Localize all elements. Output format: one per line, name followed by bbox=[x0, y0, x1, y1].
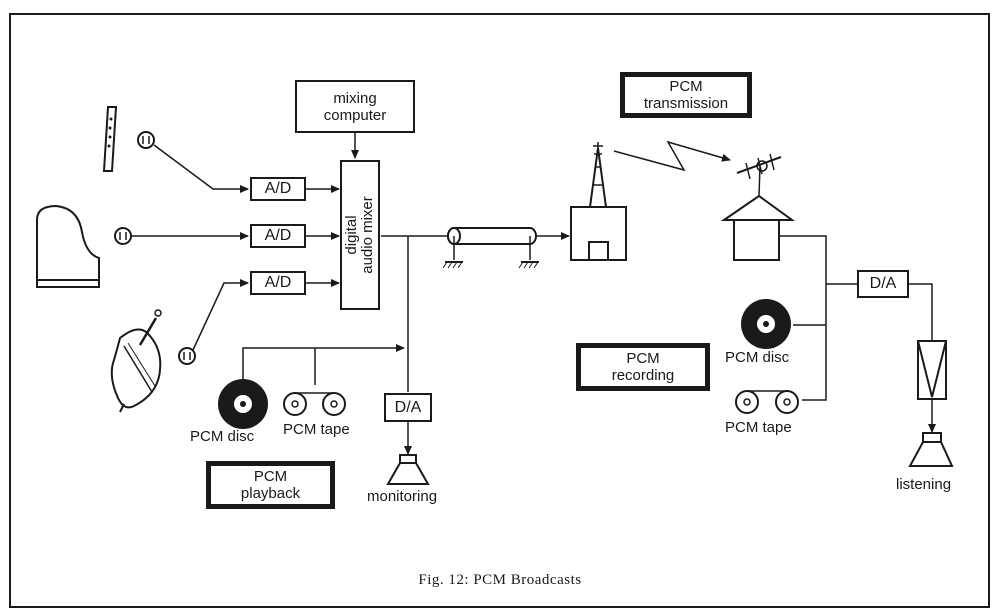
pcm-recording-line-2: recording bbox=[612, 367, 675, 384]
piano-icon bbox=[37, 206, 99, 287]
da-converter-monitor-box: D/A bbox=[384, 393, 432, 422]
ad-converter-box: A/D bbox=[250, 177, 306, 201]
pcm-tape-icon bbox=[736, 391, 798, 413]
receiver-connections bbox=[780, 236, 932, 432]
cello-icon bbox=[112, 310, 161, 412]
speaker-icon bbox=[910, 433, 952, 466]
pcm-disc-label: PCM disc bbox=[190, 428, 254, 445]
pcm-recording-line-1: PCM bbox=[626, 350, 659, 367]
microphone-icon bbox=[179, 348, 195, 364]
mixing-computer-line-1: mixing bbox=[333, 90, 376, 107]
pcm-transmission-line-2: transmission bbox=[644, 95, 728, 112]
pcm-disc-label: PCM disc bbox=[725, 349, 789, 366]
figure-caption: Fig. 12: PCM Broadcasts bbox=[300, 572, 700, 589]
digital-audio-mixer-label: digital audio mixer bbox=[344, 196, 376, 274]
pcm-playback-line-2: playback bbox=[241, 485, 300, 502]
receiver-house-icon bbox=[724, 154, 792, 260]
input-connections bbox=[131, 133, 355, 350]
microphone-icon bbox=[115, 228, 131, 244]
da-converter-listening-box: D/A bbox=[857, 270, 909, 298]
pcm-playback-line-1: PCM bbox=[254, 468, 287, 485]
radio-wave bbox=[614, 142, 730, 170]
mixer-label-line-2: audio mixer bbox=[360, 196, 376, 274]
pcm-disc-icon bbox=[218, 379, 268, 429]
pcm-playback-box: PCM playback bbox=[206, 461, 335, 509]
pcm-tape-icon bbox=[284, 393, 345, 415]
pcm-tape-label: PCM tape bbox=[725, 419, 792, 436]
pcm-recording-box: PCM recording bbox=[576, 343, 710, 391]
cable-icon bbox=[443, 228, 539, 268]
pcm-transmission-line-1: PCM bbox=[669, 78, 702, 95]
flute-icon bbox=[104, 107, 116, 171]
ad-converter-box: A/D bbox=[250, 271, 306, 295]
pcm-transmission-box: PCM transmission bbox=[620, 72, 752, 118]
pcm-tape-label: PCM tape bbox=[283, 421, 350, 438]
mixing-computer-line-2: computer bbox=[324, 107, 387, 124]
digital-audio-mixer-box: digital audio mixer bbox=[340, 160, 380, 310]
amplifier-icon bbox=[918, 341, 946, 399]
monitoring-label: monitoring bbox=[367, 488, 437, 505]
mixing-computer-box: mixing computer bbox=[295, 80, 415, 133]
ad-converter-box: A/D bbox=[250, 224, 306, 248]
transmitter-station-icon bbox=[571, 142, 626, 260]
microphone-icon bbox=[138, 132, 154, 148]
pcm-disc-icon bbox=[741, 299, 791, 349]
speaker-icon bbox=[388, 455, 428, 484]
listening-label: listening bbox=[896, 476, 951, 493]
mixer-label-line-1: digital bbox=[344, 196, 360, 274]
